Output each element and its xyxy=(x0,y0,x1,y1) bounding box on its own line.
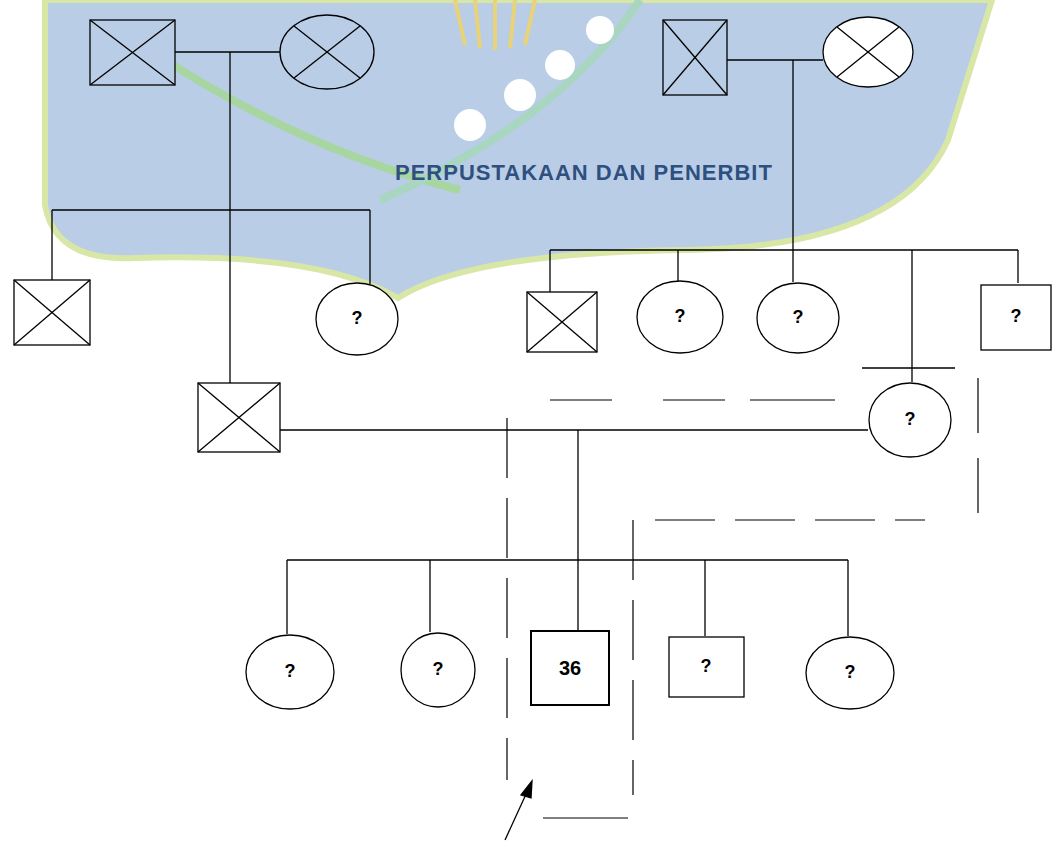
emblem-cotton xyxy=(504,79,536,111)
female-circle: ? xyxy=(868,382,952,458)
dashed-line xyxy=(977,378,978,520)
deceased-male xyxy=(527,292,597,352)
household-boundary xyxy=(507,378,978,818)
dashed-line xyxy=(655,519,925,520)
deceased-male xyxy=(14,280,90,345)
unknown-mark: ? xyxy=(701,657,712,677)
cross xyxy=(527,292,597,352)
sibling-line xyxy=(52,209,370,210)
deceased-male xyxy=(198,383,280,452)
arrow-shaft xyxy=(505,792,527,840)
deceased-female xyxy=(823,17,913,87)
descent-line xyxy=(429,560,430,632)
circle-outline xyxy=(316,283,398,355)
index-person-square: 36 xyxy=(530,630,610,706)
square-outline xyxy=(669,637,744,697)
deceased-male xyxy=(90,20,175,85)
cross xyxy=(663,20,727,95)
descent-line xyxy=(792,250,793,282)
descent-line xyxy=(1017,250,1018,283)
cross xyxy=(837,27,899,77)
emblem-cotton xyxy=(586,16,614,44)
deceased-male xyxy=(663,20,727,95)
emblem-rays xyxy=(455,0,535,50)
cross xyxy=(90,20,175,85)
unknown-mark: ? xyxy=(675,307,686,327)
descent-line xyxy=(577,430,578,630)
descent-line xyxy=(847,560,848,636)
ray xyxy=(475,0,480,48)
unknown-mark: ? xyxy=(905,410,916,430)
marriage-line xyxy=(175,51,280,52)
female-circle: ? xyxy=(245,634,335,710)
female-circle: ? xyxy=(636,280,724,354)
cross xyxy=(663,20,727,95)
female-circle: ? xyxy=(400,632,476,708)
emblem-cotton xyxy=(454,109,486,141)
descent-line xyxy=(369,210,370,284)
male-square: ? xyxy=(668,636,745,698)
descent-line xyxy=(286,560,287,634)
descent-line xyxy=(792,60,793,250)
tick-line xyxy=(862,367,955,368)
descent-line xyxy=(677,250,678,281)
male-square: ? xyxy=(980,284,1052,351)
descent-line xyxy=(51,210,52,280)
emblem-cotton xyxy=(545,50,575,80)
descent-line xyxy=(704,560,705,636)
unknown-mark: ? xyxy=(433,660,444,680)
ray xyxy=(510,0,515,48)
shield-shape xyxy=(45,0,992,298)
cross xyxy=(90,20,175,85)
dashed-line xyxy=(550,399,612,400)
ray xyxy=(455,0,465,45)
ray xyxy=(493,0,497,50)
circle-outline xyxy=(869,383,951,457)
unknown-mark: ? xyxy=(1011,307,1022,327)
square-outline xyxy=(531,631,609,705)
cross xyxy=(294,26,360,78)
sibling-line xyxy=(550,249,1018,250)
female-circle: ? xyxy=(805,636,895,710)
deceased-female xyxy=(280,15,374,89)
sibling-line xyxy=(287,559,848,560)
female-circle: ? xyxy=(756,282,840,354)
descent-line xyxy=(911,250,912,382)
arrow-head xyxy=(521,781,532,798)
dashed-line xyxy=(663,399,725,400)
cross xyxy=(198,383,280,452)
circle-outline xyxy=(246,635,334,709)
cross xyxy=(14,280,90,345)
ray xyxy=(525,0,535,45)
watermark-text: PERPUSTAKAAN DAN PENERBIT xyxy=(395,160,773,186)
dashed-line xyxy=(750,399,835,400)
descent-line xyxy=(229,52,230,383)
descent-line xyxy=(549,250,550,292)
dashed-line xyxy=(543,817,628,818)
watermark-shield xyxy=(45,0,992,298)
circle-outline xyxy=(806,637,894,709)
cross xyxy=(14,280,90,345)
index-arrow xyxy=(505,781,532,840)
age-number: 36 xyxy=(559,657,581,679)
marriage-line xyxy=(280,429,868,430)
dashed-line xyxy=(632,520,633,795)
cross xyxy=(294,26,360,78)
unknown-mark: ? xyxy=(285,662,296,682)
unknown-mark: ? xyxy=(845,663,856,683)
marriage-line xyxy=(727,59,823,60)
cross xyxy=(527,292,597,352)
dashed-line xyxy=(506,418,507,780)
square-outline xyxy=(981,285,1051,350)
unknown-mark: ? xyxy=(352,309,363,329)
unknown-mark: ? xyxy=(793,308,804,328)
circle-outline xyxy=(637,281,723,353)
circle-outline xyxy=(757,283,839,353)
female-circle: ? xyxy=(315,282,399,356)
family-lines xyxy=(14,15,1018,636)
circle-outline xyxy=(401,633,475,707)
cross xyxy=(837,27,899,77)
cross xyxy=(198,383,280,452)
